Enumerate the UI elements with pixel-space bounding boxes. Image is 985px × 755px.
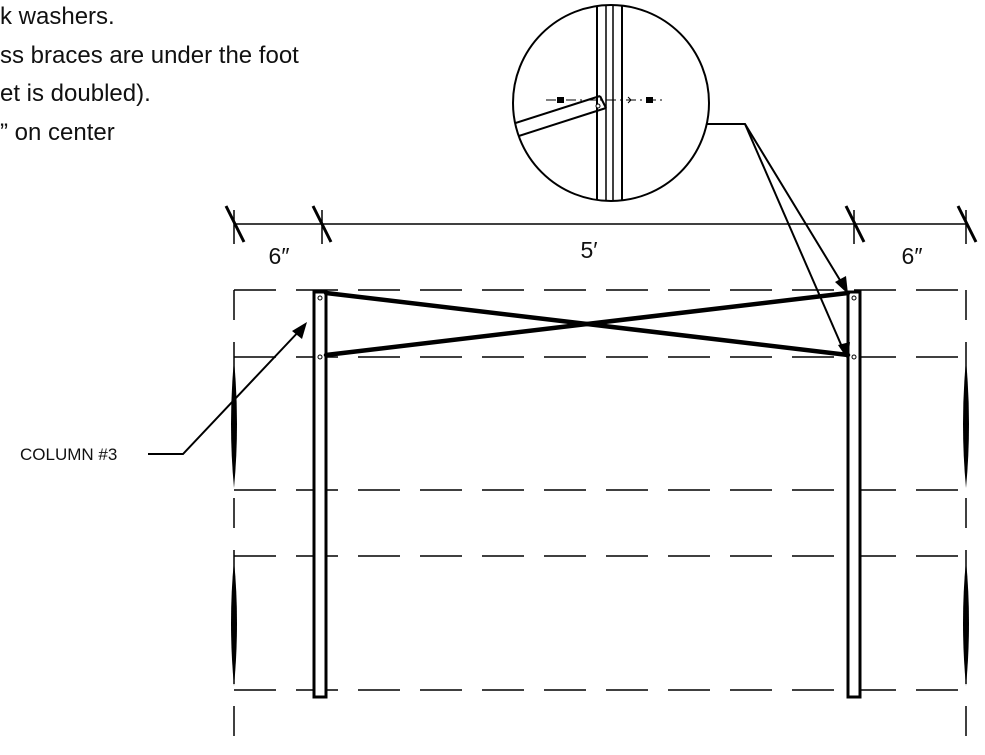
- detail-leader: [707, 123, 847, 357]
- bolt-holes: [317, 295, 857, 360]
- detail-arrow-head: [627, 99, 632, 104]
- dimension-extensions: [233, 210, 967, 244]
- note-line-2: ss braces are under the foot: [0, 42, 299, 69]
- column-left: [312, 290, 328, 699]
- column-callout-leader: [148, 327, 303, 455]
- detail-brace-end: [599, 95, 607, 109]
- detail-brace-edge: [513, 95, 601, 129]
- detail-nut: [646, 97, 653, 103]
- detail-bolt-head: [557, 97, 564, 103]
- arrowhead-top: [835, 276, 848, 294]
- bolt-hole: [317, 295, 323, 301]
- arrowhead-lower: [838, 342, 850, 360]
- pipe-end-left-1: [231, 360, 237, 488]
- dimension-tick: [956, 205, 978, 243]
- pipe-end-right-1: [963, 360, 969, 488]
- dimension-right-offset: 6″: [902, 243, 923, 269]
- pipe-ends: [231, 360, 969, 686]
- dimension-span: 5′: [580, 237, 597, 263]
- cross-braces: [323, 290, 851, 358]
- leader-to-lower-bolt: [744, 123, 847, 357]
- pipe-end-left-2: [231, 560, 237, 686]
- pipe-end-right-2: [963, 560, 969, 686]
- dimension-tick: [224, 205, 246, 243]
- callout-leader-line: [148, 327, 303, 455]
- bolt-hole: [851, 354, 857, 360]
- bolt-hole: [851, 295, 857, 301]
- dimension-left-offset: 6″: [269, 243, 290, 269]
- detail-magnifier: [512, 4, 710, 202]
- note-line-1: k washers.: [0, 3, 115, 30]
- detail-circle: [512, 4, 710, 202]
- bolt-hole: [317, 354, 323, 360]
- detail-arrow-head: [627, 96, 632, 101]
- note-line-4: ” on center: [0, 119, 115, 146]
- column-callout-label: COLUMN #3: [20, 445, 117, 464]
- brace-2: [323, 290, 851, 358]
- detail-bolt-hole: [595, 103, 601, 109]
- callout-arrowhead: [292, 322, 307, 339]
- leader-arrowheads: [835, 276, 850, 360]
- column-right: [846, 290, 862, 699]
- dimension-tick: [844, 205, 866, 243]
- leader-to-top-bolt: [707, 123, 847, 291]
- columns: [312, 290, 862, 699]
- note-line-3: et is doubled).: [0, 80, 151, 107]
